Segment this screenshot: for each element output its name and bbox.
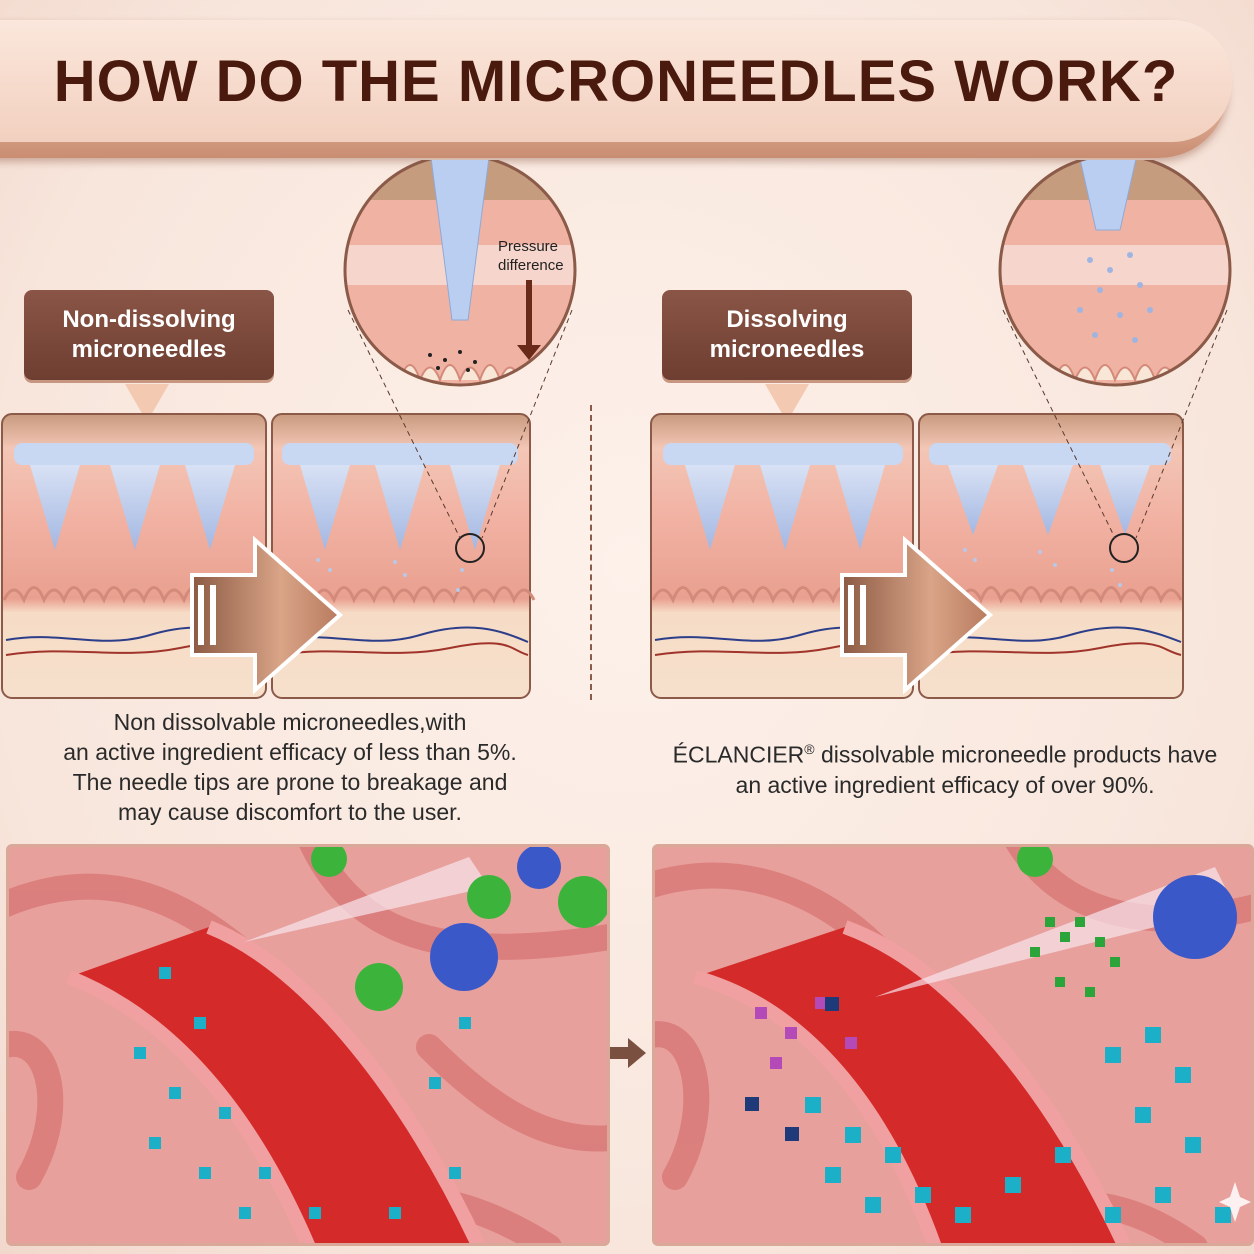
right-caption: ÉCLANCIER® dissolvable microneedle produ… — [640, 740, 1250, 800]
pressure-difference-annotation: Pressure difference — [498, 238, 564, 276]
title-banner-inner — [0, 20, 1232, 142]
bottom-transition-arrow — [608, 1036, 648, 1070]
left-panel-after — [271, 413, 536, 699]
non-dissolving-label-line1: Non-dissolving — [62, 306, 236, 333]
left-bloodstream-illustration — [6, 844, 610, 1246]
annotation-line2: difference — [498, 256, 564, 274]
center-divider — [590, 405, 592, 700]
dissolving-label: Dissolving microneedles — [662, 290, 912, 380]
right-caption-line1-rest: dissolvable microneedle products have — [814, 741, 1218, 768]
right-transition-arrow — [840, 535, 994, 695]
non-dissolving-label: Non-dissolving microneedles — [24, 290, 274, 380]
dissolving-label-line1: Dissolving — [726, 306, 848, 333]
right-bloodstream-illustration — [652, 844, 1254, 1246]
registered-mark: ® — [804, 741, 815, 757]
left-caption: Non dissolvable microneedles,with an act… — [20, 708, 560, 828]
microneedle-diagram — [1, 160, 1232, 699]
left-caption-line4: may cause discomfort to the user. — [118, 798, 462, 825]
left-caption-line3: The needle tips are prone to breakage an… — [72, 768, 508, 795]
non-dissolving-label-line2: microneedles — [71, 336, 227, 363]
left-transition-arrow — [190, 535, 344, 695]
dissolving-label-line2: microneedles — [709, 336, 865, 363]
page-title: HOW DO THE MICRONEEDLES WORK? — [53, 49, 1179, 114]
right-caption-line1: ÉCLANCIER® dissolvable microneedle produ… — [640, 740, 1250, 771]
annotation-line1: Pressure — [498, 238, 559, 255]
left-caption-line1: Non dissolvable microneedles,with — [113, 709, 467, 735]
right-caption-line2: an active ingredient efficacy of over 90… — [735, 771, 1155, 798]
left-caption-line2: an active ingredient efficacy of less th… — [63, 738, 517, 765]
brand-name: ÉCLANCIER — [672, 741, 805, 768]
right-panel-after — [918, 413, 1184, 699]
left-zoom-circle — [343, 160, 577, 539]
